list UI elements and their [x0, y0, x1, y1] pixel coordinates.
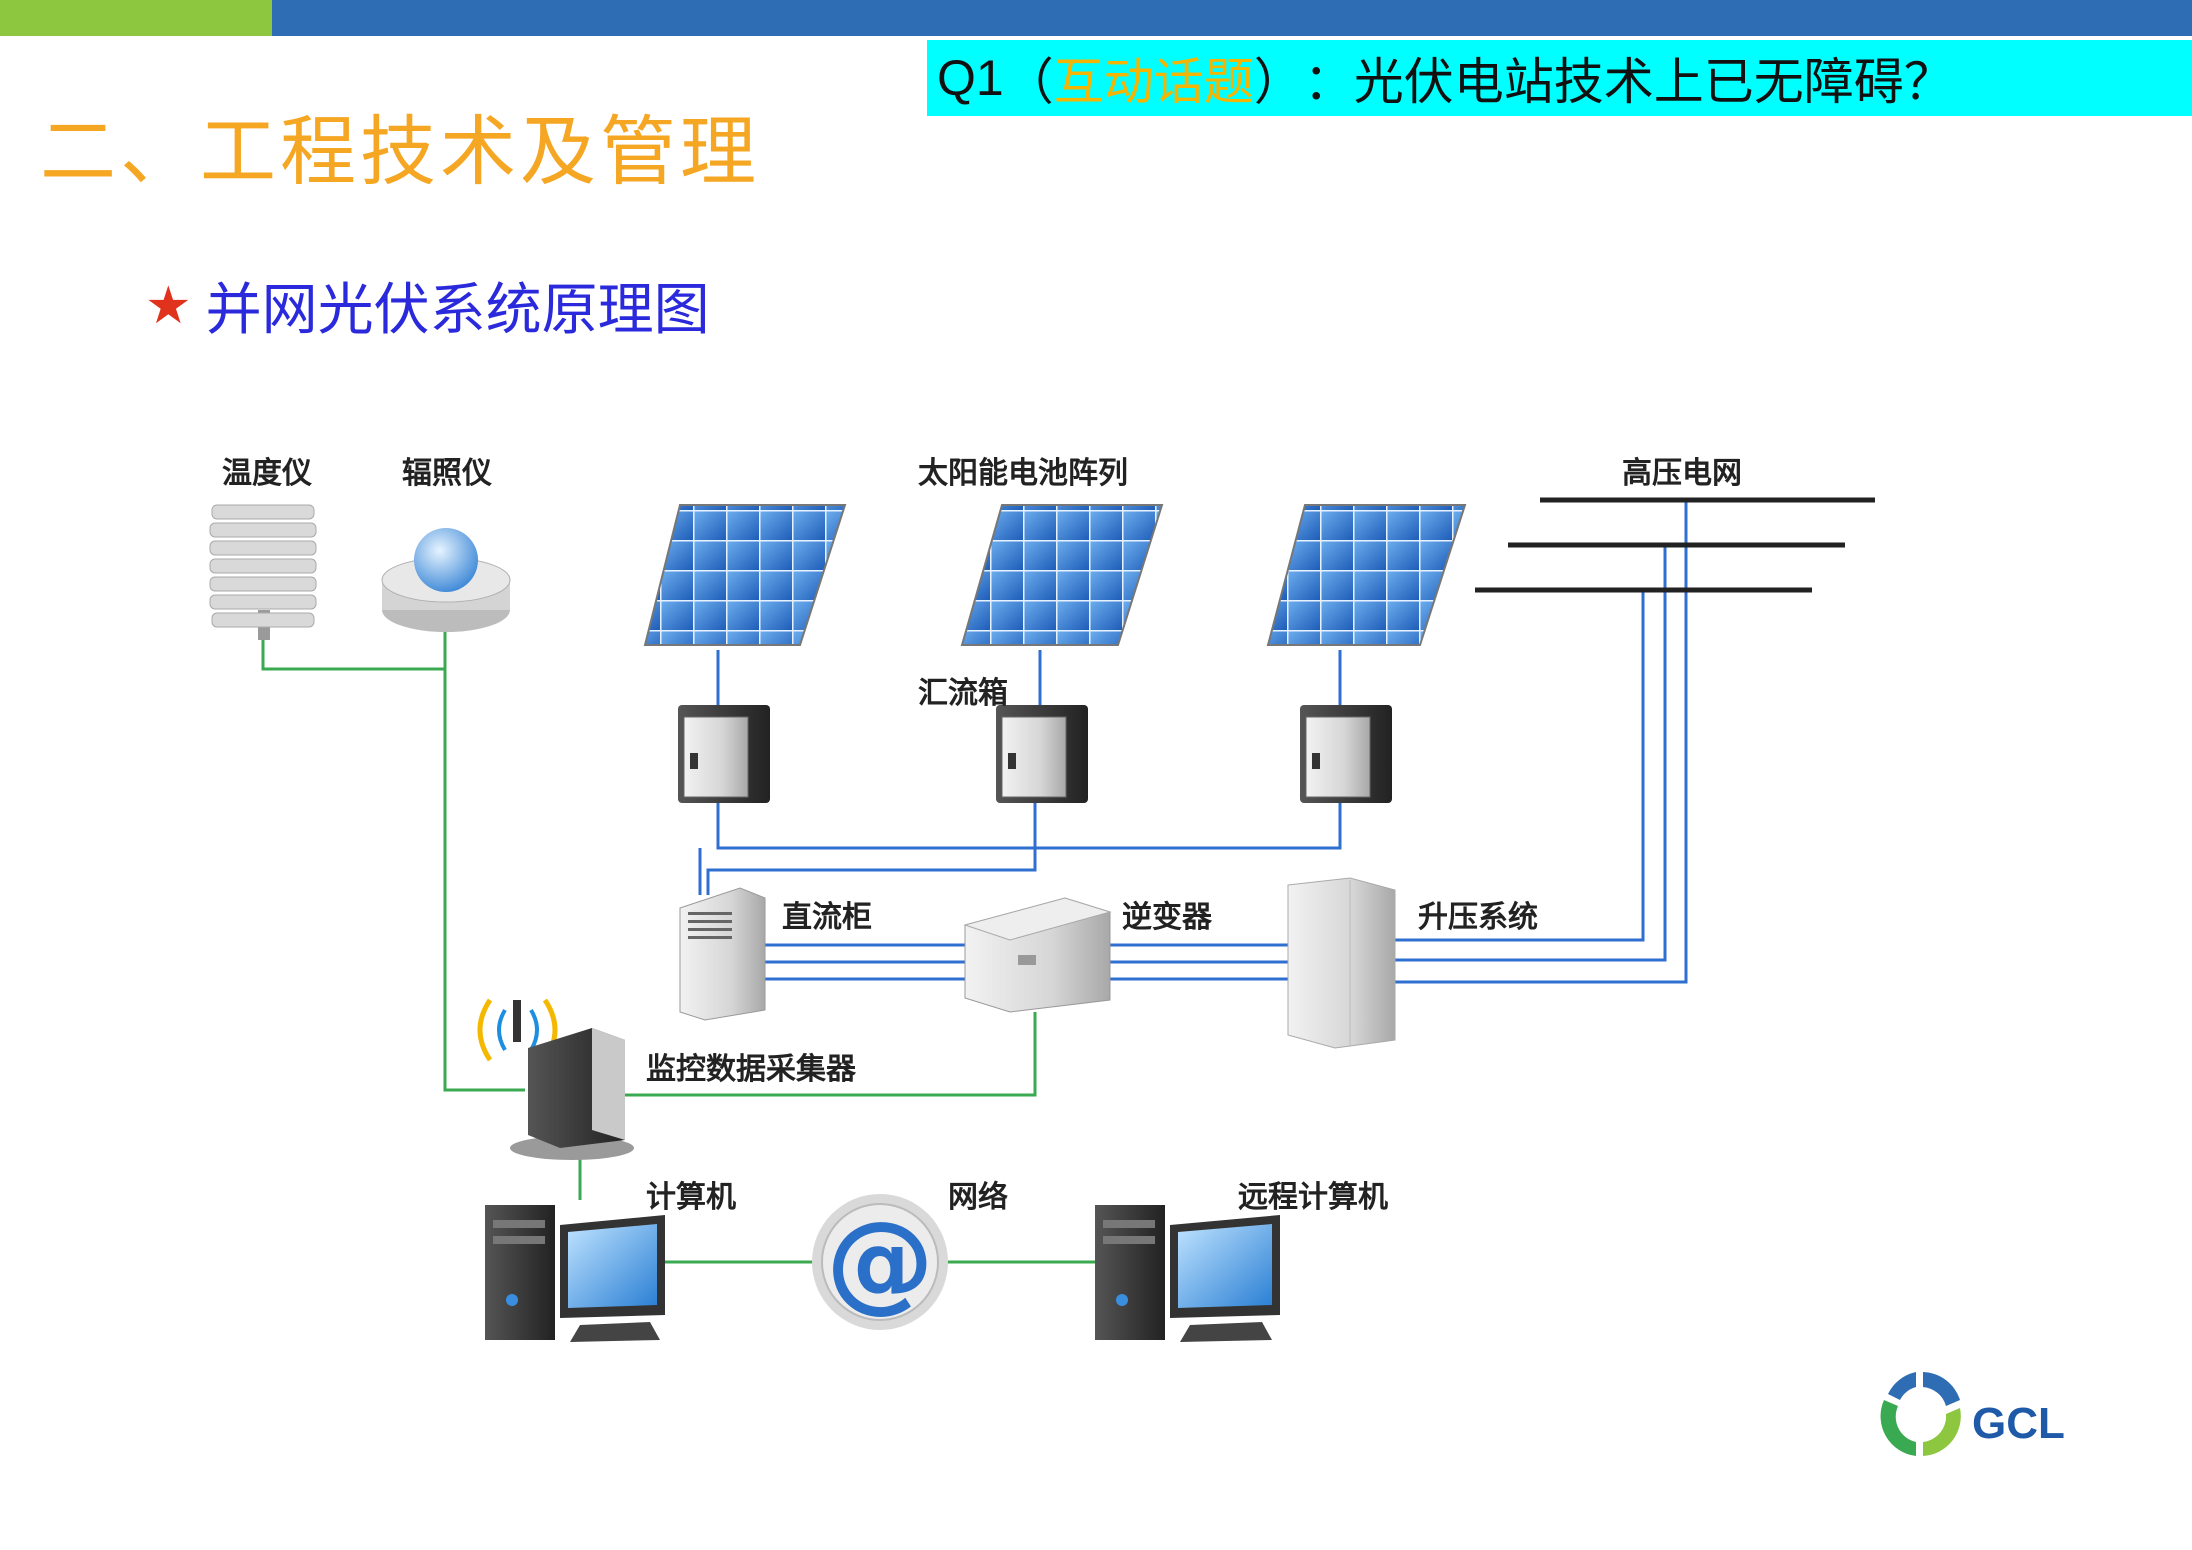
remote-computer-device — [1095, 1205, 1280, 1342]
banner-q: Q1 — [937, 50, 1004, 106]
dc-cabinet — [679, 887, 766, 1021]
irradiance-device — [381, 528, 511, 632]
svg-text:GCL: GCL — [1972, 1399, 2065, 1448]
thermometer-device — [209, 504, 317, 640]
solar-panels — [643, 504, 1467, 646]
top-bar-blue — [272, 0, 2192, 36]
label-solar-array: 太阳能电池阵列 — [918, 456, 1128, 491]
banner-topic: 互动话题 — [1053, 53, 1254, 111]
label-remote-computer: 远程计算机 — [1238, 1180, 1388, 1215]
label-booster: 升压系统 — [1418, 900, 1538, 935]
power-lines — [698, 500, 1688, 984]
label-hv-grid: 高压电网 — [1622, 456, 1742, 491]
banner-close-paren: ） — [1253, 53, 1304, 111]
star-icon: ★ — [145, 275, 192, 336]
page-title: 二、工程技术及管理 — [40, 107, 760, 196]
subtitle-text: 并网光伏系统原理图 — [205, 278, 710, 343]
banner-open-paren: （ — [1003, 53, 1054, 111]
label-monitor: 监控数据采集器 — [646, 1052, 856, 1087]
label-irradiance: 辐照仪 — [402, 456, 492, 491]
label-thermometer: 温度仪 — [222, 456, 312, 491]
label-inverter: 逆变器 — [1122, 900, 1212, 935]
label-dc-cabinet: 直流柜 — [782, 900, 872, 935]
question-banner: Q1 （ 互动话题 ） ： 光伏电站技术上已无障碍？ — [927, 40, 2192, 116]
banner-colon: ： — [1303, 53, 1354, 111]
gcl-logo: GCL — [1880, 1372, 2065, 1456]
computer-device — [485, 1205, 665, 1342]
hv-grid-bars — [1475, 497, 1875, 593]
combiner-boxes — [678, 705, 1392, 803]
booster-device — [1287, 877, 1396, 1049]
label-combiner: 汇流箱 — [918, 676, 1008, 711]
section-subtitle: ★ 并网光伏系统原理图 — [145, 265, 710, 346]
top-bar-green — [0, 0, 272, 36]
inverter-device — [963, 897, 1112, 1013]
banner-text: 光伏电站技术上已无障碍？ — [1353, 53, 1954, 111]
label-network: 网络 — [948, 1180, 1008, 1215]
signal-lines — [261, 632, 1095, 1264]
network-at-icon: @ — [812, 1194, 948, 1330]
svg-text:@: @ — [826, 1199, 934, 1324]
data-collector-device — [477, 998, 634, 1160]
label-computer: 计算机 — [646, 1180, 736, 1215]
